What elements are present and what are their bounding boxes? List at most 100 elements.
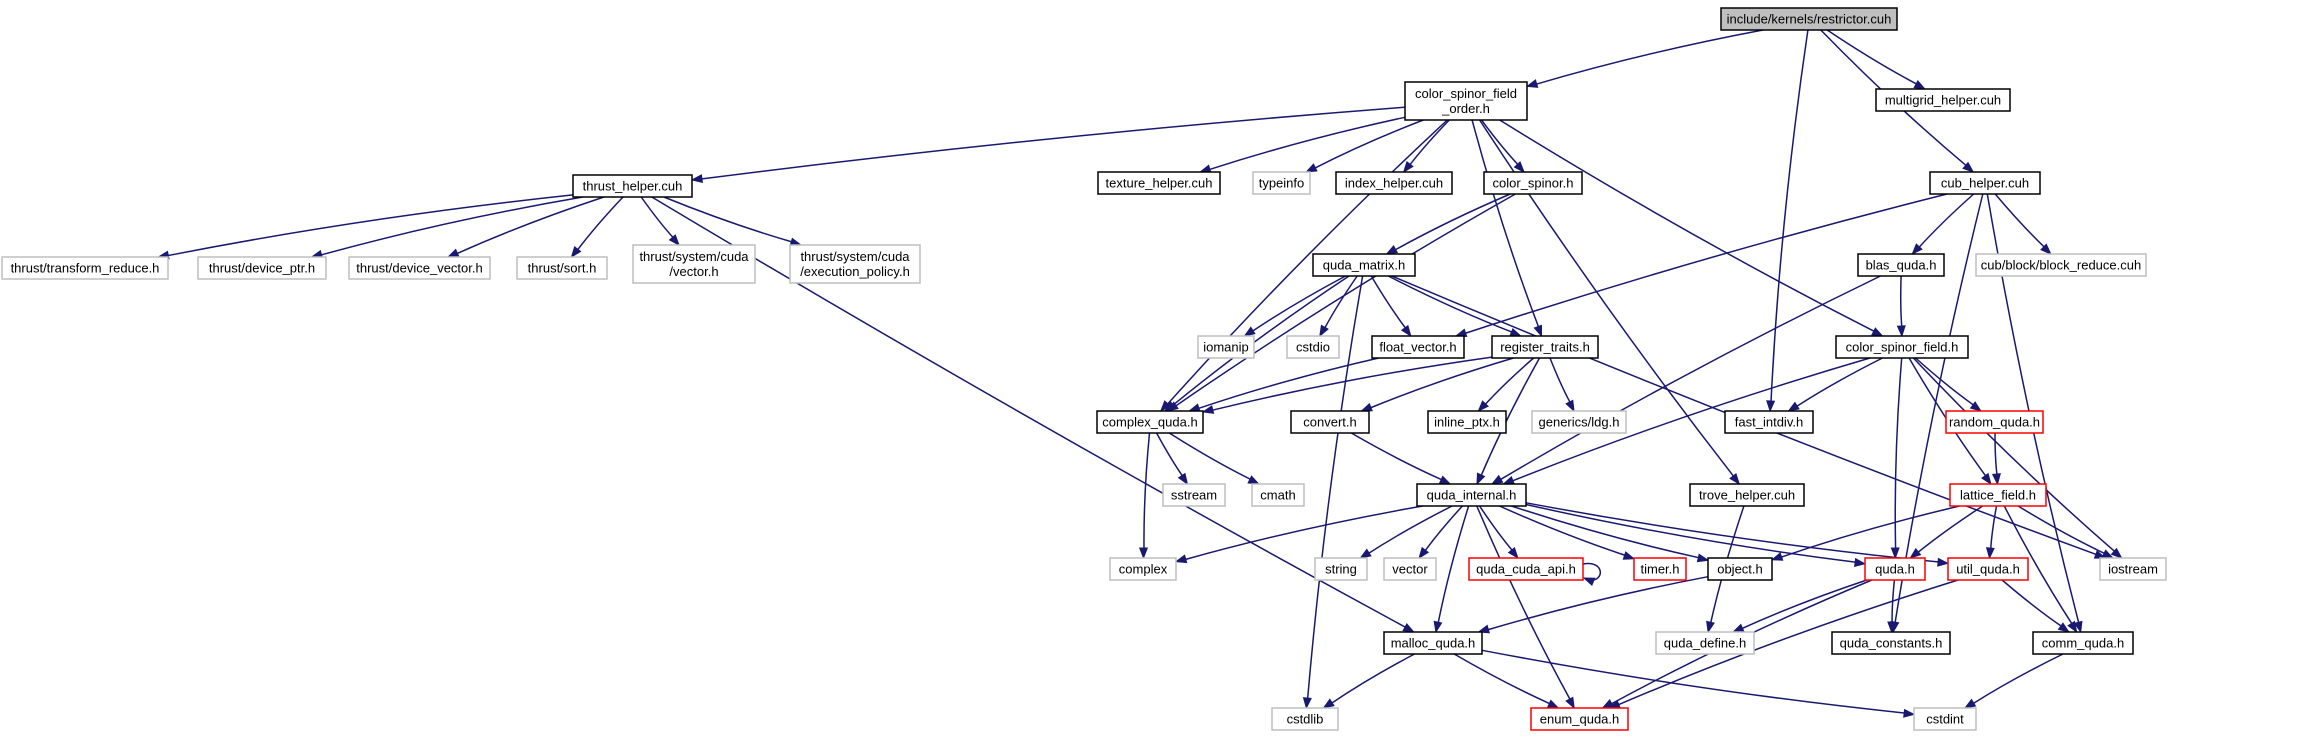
node-cmath[interactable]: cmath xyxy=(1251,483,1305,507)
node-float-vector[interactable]: float_vector.h xyxy=(1371,335,1465,359)
edge-malloc_quda-to-cstdint xyxy=(1481,649,1916,718)
node-label: cub/block/block_reduce.cuh xyxy=(1981,258,2141,273)
node-cstdlib[interactable]: cstdlib xyxy=(1271,707,1339,731)
edge-lattice_field-to-comm_quda xyxy=(2003,505,2078,634)
node-label: thrust/sort.h xyxy=(528,261,597,276)
node-iostream[interactable]: iostream xyxy=(2099,557,2167,581)
node-cstdio[interactable]: cstdio xyxy=(1286,335,1340,359)
arrowhead xyxy=(1963,698,1977,709)
node-trove-helper[interactable]: trove_helper.cuh xyxy=(1689,483,1805,507)
node-label: blas_quda.h xyxy=(1866,258,1937,273)
node-label: include/kernels/restrictor.cuh xyxy=(1727,12,1892,27)
node-util-quda[interactable]: util_quda.h xyxy=(1947,557,2029,581)
edge-color_spinor_field-to-quda_internal xyxy=(1502,357,1871,485)
node-box xyxy=(1314,557,1368,581)
edge-csfo-to-thrust_helper xyxy=(690,106,1406,184)
arrowhead xyxy=(1418,546,1430,560)
node-label: multigrid_helper.cuh xyxy=(1885,93,2001,108)
node-t-sys-exec[interactable]: thrust/system/cuda/execution_policy.h xyxy=(789,244,921,284)
node-inline-ptx[interactable]: inline_ptx.h xyxy=(1427,410,1507,434)
node-quda-h[interactable]: quda.h xyxy=(1864,557,1926,581)
node-label: /vector.h xyxy=(669,264,718,279)
node-quda-cuda-api[interactable]: quda_cuda_api.h xyxy=(1468,557,1584,581)
arrowhead xyxy=(1871,327,1884,337)
node-thrust-helper[interactable]: thrust_helper.cuh xyxy=(572,174,693,198)
node-label: thrust/system/cuda xyxy=(639,249,749,264)
node-t-device-ptr[interactable]: thrust/device_ptr.h xyxy=(197,256,327,280)
arrowhead xyxy=(1159,400,1172,413)
node-t-sys-vector[interactable]: thrust/system/cuda/vector.h xyxy=(632,244,756,284)
node-blas-quda[interactable]: blas_quda.h xyxy=(1857,253,1945,277)
node-box xyxy=(1633,557,1687,581)
node-object[interactable]: object.h xyxy=(1707,557,1773,581)
node-cstdint[interactable]: cstdint xyxy=(1913,707,1977,731)
node-label: generics/ldg.h xyxy=(1539,415,1620,430)
node-label: iomanip xyxy=(1203,340,1249,355)
node-box xyxy=(1,256,169,280)
arrowhead xyxy=(1913,80,1927,90)
node-box xyxy=(1947,557,2029,581)
node-csfo[interactable]: color_spinor_field_order.h xyxy=(1404,81,1528,121)
node-malloc-quda[interactable]: malloc_quda.h xyxy=(1383,631,1483,655)
node-texture-helper[interactable]: texture_helper.cuh xyxy=(1097,171,1221,195)
arrowhead xyxy=(1937,557,1950,567)
node-generics-ldg[interactable]: generics/ldg.h xyxy=(1531,410,1627,434)
node-quda-constants[interactable]: quda_constants.h xyxy=(1831,631,1951,655)
node-box xyxy=(1875,88,2011,112)
node-color-spinor-field[interactable]: color_spinor_field.h xyxy=(1835,335,1969,359)
node-fast-intdiv[interactable]: fast_intdiv.h xyxy=(1724,410,1814,434)
edge-quda_matrix-to-cstdlib xyxy=(1302,275,1364,710)
node-string[interactable]: string xyxy=(1314,557,1368,581)
node-cub-helper[interactable]: cub_helper.cuh xyxy=(1929,171,2041,195)
node-t-sort[interactable]: thrust/sort.h xyxy=(516,256,608,280)
node-quda-internal[interactable]: quda_internal.h xyxy=(1416,483,1527,507)
edge-csfo-to-register_traits xyxy=(1471,119,1542,338)
node-multigrid[interactable]: multigrid_helper.cuh xyxy=(1875,88,2011,112)
arrowhead xyxy=(1163,400,1177,412)
node-iomanip[interactable]: iomanip xyxy=(1197,335,1255,359)
edge-csfo-to-index_helper xyxy=(1402,119,1450,174)
arrowhead xyxy=(1385,245,1399,255)
node-complex[interactable]: complex xyxy=(1109,557,1177,581)
arrowhead xyxy=(1507,546,1519,560)
arrowhead xyxy=(1305,163,1318,173)
edge-comm_quda-to-cstdint xyxy=(1963,653,2064,709)
node-typeinfo[interactable]: typeinfo xyxy=(1252,171,1311,195)
node-quda-define[interactable]: quda_define.h xyxy=(1655,631,1755,655)
node-complex-quda[interactable]: complex_quda.h xyxy=(1096,410,1204,434)
edge-register_traits-to-quda_internal xyxy=(1476,357,1541,486)
edge-quda_internal-to-malloc_quda xyxy=(1433,505,1470,634)
arrowhead xyxy=(1174,554,1188,564)
node-sstream[interactable]: sstream xyxy=(1162,483,1226,507)
node-t-transform[interactable]: thrust/transform_reduce.h xyxy=(1,256,169,280)
node-timer[interactable]: timer.h xyxy=(1633,557,1687,581)
edge-color_spinor-to-quda_matrix xyxy=(1385,193,1511,255)
node-label: float_vector.h xyxy=(1379,340,1456,355)
arrowhead xyxy=(1322,698,1335,709)
node-restrictor[interactable]: include/kernels/restrictor.cuh xyxy=(1720,7,1898,31)
node-box xyxy=(1831,631,1951,655)
node-register-traits[interactable]: register_traits.h xyxy=(1491,335,1599,359)
edge-csfo-to-texture_helper xyxy=(1198,116,1406,174)
node-label: string xyxy=(1325,562,1357,577)
node-index-helper[interactable]: index_helper.cuh xyxy=(1335,171,1453,195)
node-vector[interactable]: vector xyxy=(1383,557,1437,581)
edge-quda_internal-to-enum_quda xyxy=(1476,505,1575,710)
arrowhead xyxy=(1731,623,1745,633)
node-box xyxy=(2032,631,2134,655)
edge-thrust_helper-to-t_device_ptr xyxy=(310,196,583,259)
arrowhead xyxy=(446,248,460,258)
node-box xyxy=(197,256,327,280)
edge-quda_internal-to-string xyxy=(1359,505,1453,559)
node-color-spinor[interactable]: color_spinor.h xyxy=(1483,171,1583,195)
arrowhead xyxy=(1433,620,1443,634)
edge-util_quda-to-comm_quda xyxy=(2001,579,2071,633)
node-convert[interactable]: convert.h xyxy=(1290,410,1370,434)
node-comm-quda[interactable]: comm_quda.h xyxy=(2032,631,2134,655)
node-t-device-vector[interactable]: thrust/device_vector.h xyxy=(348,256,491,280)
node-quda-matrix[interactable]: quda_matrix.h xyxy=(1312,253,1416,277)
node-random-quda[interactable]: random_quda.h xyxy=(1945,410,2044,434)
node-lattice-field[interactable]: lattice_field.h xyxy=(1949,483,2047,507)
node-cub-block[interactable]: cub/block/block_reduce.cuh xyxy=(1975,253,2147,277)
node-enum-quda[interactable]: enum_quda.h xyxy=(1530,707,1629,731)
